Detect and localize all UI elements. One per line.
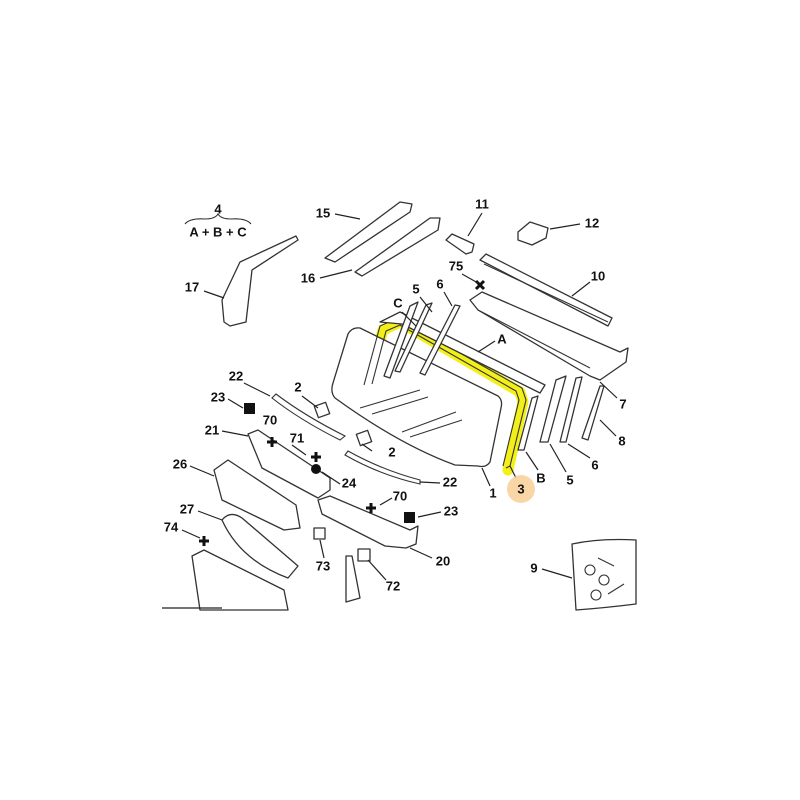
label-12[interactable]: 12 — [585, 215, 599, 230]
label-3[interactable]: 3 — [517, 481, 524, 496]
part-74-filter — [191, 549, 289, 611]
strip-b — [517, 395, 539, 451]
group-label: 4 — [214, 201, 222, 216]
sticker-72 — [357, 548, 371, 562]
strip-22-lower — [344, 450, 421, 485]
label-74[interactable]: 74 — [164, 519, 179, 534]
label-22-lower[interactable]: 22 — [443, 474, 457, 489]
label-23-upper[interactable]: 23 — [211, 389, 225, 404]
group-formula: A + B + C — [189, 224, 247, 239]
label-75[interactable]: 75 — [449, 258, 463, 273]
label-6-right[interactable]: 6 — [591, 457, 598, 472]
label-b[interactable]: B — [536, 470, 545, 485]
sticker-73 — [313, 527, 326, 540]
part-12-clip — [517, 221, 549, 246]
seal-3-inner — [371, 324, 520, 467]
label-1[interactable]: 1 — [489, 485, 496, 500]
label-6-top[interactable]: 6 — [436, 276, 443, 291]
label-9[interactable]: 9 — [530, 560, 537, 575]
part-15 — [324, 201, 413, 263]
strip-22-upper — [271, 393, 347, 441]
strip-5-top — [383, 301, 419, 379]
square-symbol-23a — [244, 403, 255, 414]
strip-8 — [581, 385, 605, 441]
plus-symbols — [199, 279, 486, 546]
label-27[interactable]: 27 — [180, 501, 194, 516]
glass-reflection-lines — [359, 389, 463, 438]
group-brace — [184, 212, 252, 225]
label-16[interactable]: 16 — [301, 270, 315, 285]
label-20[interactable]: 20 — [436, 553, 450, 568]
sticker-2a — [313, 401, 331, 419]
label-5-top[interactable]: 5 — [412, 281, 419, 296]
part-11-plate — [445, 233, 475, 255]
part-21-cowl — [247, 429, 331, 499]
label-8[interactable]: 8 — [618, 433, 625, 448]
sticker-2b — [355, 429, 373, 447]
label-a[interactable]: A — [497, 331, 507, 346]
label-21[interactable]: 21 — [205, 422, 219, 437]
moulding-a — [379, 311, 546, 394]
circle-symbol-24 — [311, 464, 321, 474]
part-7-bar — [469, 291, 629, 381]
label-10[interactable]: 10 — [591, 268, 605, 283]
label-70-lower[interactable]: 70 — [393, 488, 407, 503]
square-symbol-23b — [404, 512, 415, 523]
callout-highlight-3 — [507, 475, 535, 503]
part-27-seal — [221, 513, 299, 579]
label-2-upper[interactable]: 2 — [294, 379, 301, 394]
label-23-lower[interactable]: 23 — [444, 503, 458, 518]
strip-top — [419, 304, 461, 376]
strip-5 — [539, 375, 567, 443]
label-73[interactable]: 73 — [316, 558, 330, 573]
label-2-lower[interactable]: 2 — [388, 444, 395, 459]
label-7[interactable]: 7 — [619, 396, 626, 411]
label-17[interactable]: 17 — [185, 279, 199, 294]
label-22-upper[interactable]: 22 — [229, 368, 243, 383]
windscreen-glass — [331, 327, 503, 468]
label-24[interactable]: 24 — [342, 475, 357, 490]
label-71[interactable]: 71 — [290, 430, 304, 445]
part-72-bracket — [345, 555, 361, 603]
label-15[interactable]: 15 — [316, 205, 330, 220]
label-72[interactable]: 72 — [386, 578, 400, 593]
part-16 — [354, 217, 441, 277]
leader-lines — [181, 212, 618, 581]
label-26[interactable]: 26 — [173, 456, 187, 471]
strip-6 — [559, 376, 583, 443]
part-20-cowl — [317, 495, 419, 549]
label-c[interactable]: C — [393, 295, 403, 310]
part-17 — [221, 235, 299, 327]
label-5-right[interactable]: 5 — [566, 472, 573, 487]
strip-6-top — [394, 302, 433, 373]
part-26-duct — [213, 459, 301, 531]
label-70-upper[interactable]: 70 — [263, 412, 277, 427]
label-11[interactable]: 11 — [475, 196, 489, 211]
